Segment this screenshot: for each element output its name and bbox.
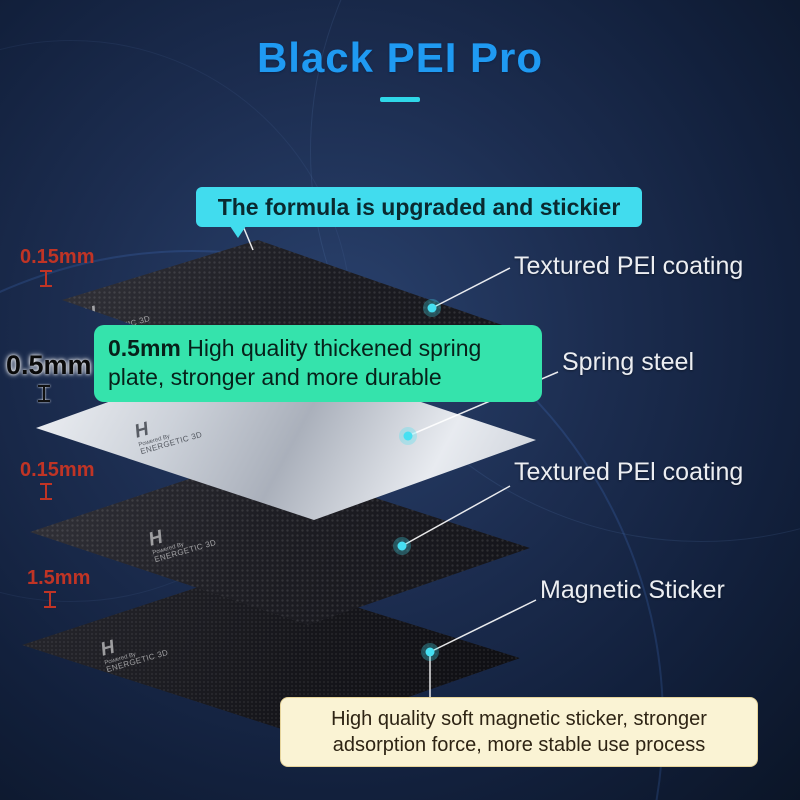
warning-icon: ⚠ <box>94 266 110 285</box>
callout-spring-plate-thickness: 0.5mm <box>108 335 181 361</box>
dimension-pei-bottom: 0.15mm <box>20 459 95 481</box>
plate-brand: H Powered By ENERGETIC 3D <box>132 406 203 457</box>
warning-icon: ⚠ <box>84 490 100 509</box>
dimension-tick <box>40 270 52 287</box>
dimension-tick <box>38 385 50 402</box>
leader-line-pei-top <box>431 267 511 309</box>
warning-icon: ⚠ <box>66 600 82 619</box>
dimension-magnetic-sticker: 1.5mm <box>27 567 91 589</box>
layer-label-magnetic-sticker: Magnetic Sticker <box>540 576 725 604</box>
callout-tail <box>230 226 246 238</box>
layer-label-pei-bottom: Textured PEl coating <box>514 458 744 486</box>
layer-label-pei-top: Textured PEl coating <box>514 252 744 280</box>
callout-formula-upgraded: The formula is upgraded and stickier <box>196 187 642 227</box>
product-title: Black PEI Pro <box>256 34 544 81</box>
callout-magnetic-sticker: High quality soft magnetic sticker, stro… <box>280 697 758 767</box>
layer-label-spring-steel: Spring steel <box>562 348 695 376</box>
callout-spring-plate-text: High quality thickened spring plate, str… <box>108 335 482 391</box>
callout-spring-plate: 0.5mm High quality thickened spring plat… <box>94 325 542 402</box>
plate-brand: H Powered By ENERGETIC 3D <box>98 624 169 675</box>
dimension-tick <box>44 591 56 608</box>
dimension-pei-top: 0.15mm <box>20 246 95 268</box>
title-underline <box>380 97 420 102</box>
dimension-tick <box>40 483 52 500</box>
plate-brand: H Powered By ENERGETIC 3D <box>146 514 217 565</box>
dimension-spring-steel: 0.5mm <box>6 350 92 380</box>
